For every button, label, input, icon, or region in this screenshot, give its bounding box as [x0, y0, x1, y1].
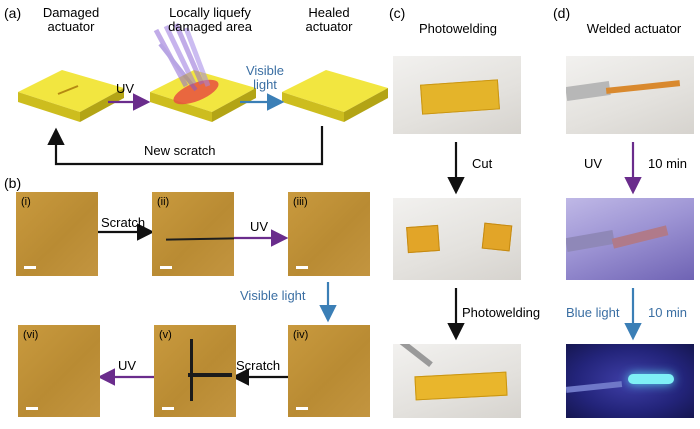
- actuator-strip: [605, 80, 681, 94]
- uv-label-d: UV: [584, 156, 603, 171]
- cut-label: Cut: [472, 156, 493, 171]
- panel-label-d: (d): [553, 5, 571, 21]
- visible-light-label-a: Visible light: [245, 63, 285, 93]
- photo-actuator-uv: [566, 198, 694, 280]
- photo-film-intact: [393, 56, 521, 134]
- label-i: (i): [21, 196, 31, 208]
- visible-light-label-b: Visible light: [240, 288, 306, 303]
- micrograph-ii: (ii): [152, 192, 234, 276]
- scale-bar: [24, 266, 36, 269]
- label-iv: (iv): [293, 329, 309, 341]
- healed-actuator-title: Healed actuator: [305, 5, 353, 35]
- scale-bar: [296, 266, 308, 269]
- photowelding-label: Photowelding: [462, 305, 541, 320]
- uv-label-b2: UV: [118, 358, 137, 373]
- photo-film-cut: [393, 198, 521, 280]
- tweezers: [566, 229, 615, 253]
- photo-film-welded: [393, 344, 521, 418]
- welded-strip: [414, 371, 508, 401]
- label-v: (v): [159, 329, 172, 341]
- block-healed: [282, 70, 388, 122]
- micrograph-iv: (iv): [288, 325, 370, 417]
- micrograph-v: (v): [154, 325, 236, 417]
- film-piece-left: [406, 224, 440, 254]
- damaged-actuator-title: Damaged actuator: [42, 5, 100, 35]
- label-vi: (vi): [23, 329, 39, 341]
- panel-label-a: (a): [4, 5, 22, 21]
- new-scratch-label: New scratch: [144, 143, 216, 158]
- liquefy-title: Locally liquefy damaged area: [168, 5, 252, 35]
- scale-bar: [162, 407, 174, 410]
- scale-bar: [296, 407, 308, 410]
- panel-label-c: (c): [389, 5, 406, 21]
- scratch-label-1: Scratch: [101, 215, 146, 230]
- micrograph-iii: (iii): [288, 192, 370, 276]
- micrograph-vi: (vi): [18, 325, 100, 417]
- blue-time-label: 10 min: [648, 305, 688, 320]
- photowelding-title: Photowelding: [418, 21, 498, 36]
- uv-label-b1: UV: [250, 219, 269, 234]
- block-liquefy: [150, 23, 256, 122]
- panel-label-b: (b): [4, 175, 22, 191]
- welded-actuator-title: Welded actuator: [586, 21, 682, 36]
- label-ii: (ii): [157, 196, 170, 208]
- scratch-label-2: Scratch: [236, 358, 281, 373]
- film-strip: [420, 79, 500, 115]
- tweezers: [566, 81, 611, 101]
- label-iii: (iii): [293, 196, 308, 208]
- blue-light-label: Blue light: [566, 305, 620, 320]
- scratch-vertical: [190, 339, 193, 401]
- uv-beam: [153, 23, 211, 92]
- micrograph-i: (i): [16, 192, 98, 276]
- block-damaged: [18, 70, 124, 122]
- photo-actuator-initial: [566, 56, 694, 134]
- scratch-line: [165, 237, 234, 241]
- scratch-horizontal: [188, 373, 232, 377]
- uv-time-label: 10 min: [648, 156, 688, 171]
- scale-bar: [26, 407, 38, 410]
- scale-bar: [160, 266, 172, 269]
- glowing-actuator: [628, 374, 674, 384]
- photo-actuator-blue: [566, 344, 694, 418]
- bent-actuator: [611, 225, 669, 249]
- scratch-mark: [57, 85, 79, 95]
- film-piece-right: [481, 222, 513, 252]
- uv-label-a: UV: [116, 81, 135, 96]
- tweezers: [399, 344, 433, 368]
- tweezers: [566, 381, 623, 393]
- arrow-new-scratch: [47, 126, 324, 166]
